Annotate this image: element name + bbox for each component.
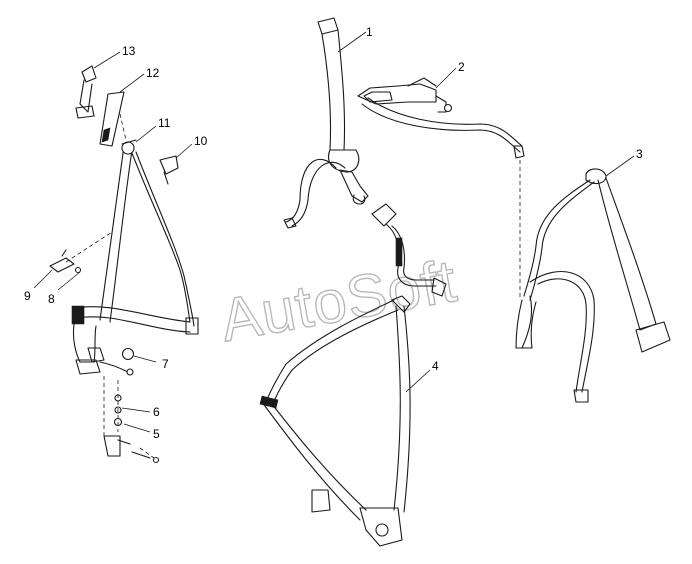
assembly-lines: [65, 113, 521, 459]
callout-8: 8: [48, 292, 55, 306]
left-belt-assembly: [71, 145, 199, 457]
part-9-bolt: [49, 249, 75, 273]
callout-9: 9: [24, 289, 31, 303]
callout-5: 5: [153, 427, 160, 441]
part-13-bracket: [75, 65, 97, 119]
callout-1: 1: [366, 25, 373, 39]
part-4-lap-belt-assembly: [259, 295, 411, 547]
callout-labels: 1 2 3 4 5 6 7 8 9 10 11 12 13: [24, 25, 643, 441]
callout-10: 10: [194, 134, 208, 148]
part-11-upper-anchor: [121, 139, 137, 155]
callout-7: 7: [162, 357, 169, 371]
part-12-height-adjuster: [99, 91, 125, 147]
callout-12: 12: [146, 66, 160, 80]
part-2-rear-belt-with-buckle: [357, 77, 525, 159]
callout-6: 6: [153, 405, 160, 419]
callout-11: 11: [158, 116, 171, 130]
callout-3: 3: [636, 147, 643, 161]
part-3-right-belt-assembly: [515, 168, 671, 403]
part-7-cover-cap: [121, 347, 135, 361]
part-8-pin: [74, 266, 82, 274]
callout-4: 4: [432, 359, 439, 373]
part-1-front-belt-assembly: [283, 17, 447, 297]
callout-2: 2: [458, 60, 465, 74]
part-10-clip: [159, 155, 179, 185]
callout-13: 13: [122, 44, 136, 58]
leader-lines: [33, 31, 635, 433]
